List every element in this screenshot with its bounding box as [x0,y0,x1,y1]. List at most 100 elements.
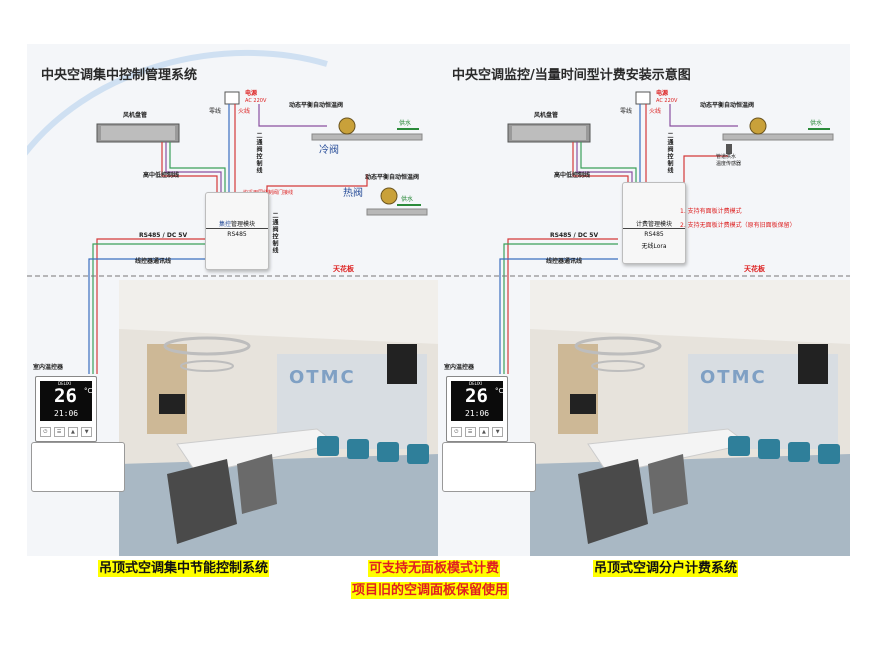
thermostat-brand: DELIXI [469,381,482,386]
thermostat-label: 室内温控器 [444,364,475,371]
pipe-cold [311,133,423,141]
valve-control-line-label: 二通阀控制线 [666,132,673,174]
thermostat-screen: DELIXI 26 °C 21:06 [451,381,503,421]
mode-icon: ☰ [464,427,476,437]
central-control-module: 集控管理模块 RS485 [205,192,269,270]
pipe-hot [366,208,428,216]
down-icon: ▼ [81,427,92,437]
wall-logo: OTMC [700,367,767,388]
comm-line-blue [499,258,618,374]
valve-head [749,117,767,135]
swirl-decoration [27,49,328,156]
neutral-label: 零线 [620,108,633,115]
rs485-line-green [92,243,207,374]
right-diagram-drawing [438,91,850,556]
caption-left: 吊顶式空调集中节能控制系统 [98,560,270,577]
caption-right: 吊顶式空调分户计费系统 [593,560,739,577]
power-icon: ⏻ [451,427,462,437]
wire-valve [669,104,738,127]
power-label: 电源 [656,90,669,97]
fan-coil-label: 风机盘管 [123,112,148,119]
thermostat-callout [442,442,536,492]
valve-label-top: 动态平衡自动恒温阀 [289,102,344,109]
ceiling-label: 天花板 [333,265,354,273]
room-thermostat: DELIXI 26 °C 21:06 ⏻ ☰ ▲ ▼ [446,376,508,442]
rs485-label: RS485 / DC 5V [550,232,599,239]
thermostat-temp-unit: °C [84,387,93,395]
thermostat-brand: DELIXI [58,381,71,386]
live-label: 火线 [649,108,662,115]
power-spec-label: AC 220V [245,98,267,104]
left-diagram-drawing [27,49,439,556]
power-outlet [635,91,651,105]
mode-icon: ☰ [53,427,65,437]
rs485-line-green [503,243,618,374]
thermostat-temp: 26 [54,385,77,407]
thermostat-temp: 26 [465,385,488,407]
pipe-supply [722,133,834,141]
pipe-sensor-label-2: 温度传感器 [716,161,742,167]
cold-valve-label: 冷阀 [319,145,339,156]
caption-middle-1: 可支持无面板模式计费 [368,560,501,577]
fan-coil-face [101,126,175,140]
up-icon: ▲ [67,427,79,437]
thermostat-time: 21:06 [54,409,79,418]
up-icon: ▲ [478,427,490,437]
feature-2: 2. 支持无面板计费模式（原有旧面板保留） [680,222,796,229]
thermostat-callout [31,442,125,492]
supply-water-label-2: 供水 [401,196,414,203]
caption-middle-2: 项目旧的空调面板保留使用 [351,582,510,599]
wire-sensor [683,155,728,184]
rs485-line-red [96,238,207,374]
wire-red [161,142,218,194]
rs485-line-red [507,238,618,374]
pipe-sensor-label-1: 管道供水 [716,154,737,160]
valve-control-line-label: 二通阀控制线 [255,132,262,174]
rs485-label: RS485 / DC 5V [139,232,188,239]
wire-green [169,142,226,194]
down-icon: ▼ [492,427,503,437]
speed-control-line-label: 高中低控制线 [554,172,591,179]
fan-coil-face [512,126,586,140]
power-icon: ⏻ [40,427,51,437]
right-diagram-panel: 中央空调监控/当量时间型计费安装示意图 风机盘管 电源 AC 220V 零线 火… [438,44,850,556]
thermostat-buttons: ⏻ ☰ ▲ ▼ [40,427,92,437]
right-panel-title: 中央空调监控/当量时间型计费安装示意图 [452,68,691,83]
hot-valve-label: 热阀 [343,188,363,199]
hot-valve-head [380,187,398,205]
valve-label-bottom: 动态平衡自动恒温阀 [365,174,420,181]
speed-control-line-label: 高中低控制线 [143,172,180,179]
pipe-sensor [726,144,732,154]
module-sub: RS485 [227,231,247,238]
power-outlet [224,91,240,105]
wire-valve-cold [258,104,327,127]
wire-purple [165,142,222,194]
meeting-room-illustration [119,280,439,556]
room-thermostat: DELIXI 26 °C 21:06 ⏻ ☰ ▲ ▼ [35,376,97,442]
thermostat-label: 室内温控器 [33,364,64,371]
comm-line-label: 线控器通讯线 [135,258,172,265]
module-title: 集控管理模块 [206,219,268,229]
neutral-label: 零线 [209,108,222,115]
valve-label: 动态平衡自动恒温阀 [700,102,755,109]
cold-valve-head [338,117,356,135]
wire-valve-hot [266,174,368,194]
billing-management-module: 计费管理模块 RS485 无线Lora [622,182,686,264]
live-label: 火线 [238,108,251,115]
fan-coil-label: 风机盘管 [534,112,559,119]
thermostat-screen: DELIXI 26 °C 21:06 [40,381,92,421]
thermostat-buttons: ⏻ ☰ ▲ ▼ [451,427,503,437]
meeting-room-illustration [530,280,850,556]
left-diagram-panel: 中央空调集中控制管理系统 风机盘管 电源 AC 220V 零线 火线 动态平衡自… [27,44,439,556]
comm-line-blue [88,258,207,374]
valve-control-line-label-2: 二通阀控制线 [271,212,278,254]
wire-red [572,142,629,184]
wire-purple [576,142,633,184]
wall-logo: OTMC [289,367,356,388]
left-panel-title: 中央空调集中控制管理系统 [41,68,198,83]
supply-water-label: 供水 [810,120,823,127]
ceiling-label: 天花板 [744,265,765,273]
supply-water-label: 供水 [399,120,412,127]
power-label: 电源 [245,90,258,97]
module-sub-2: 无线Lora [641,243,667,250]
